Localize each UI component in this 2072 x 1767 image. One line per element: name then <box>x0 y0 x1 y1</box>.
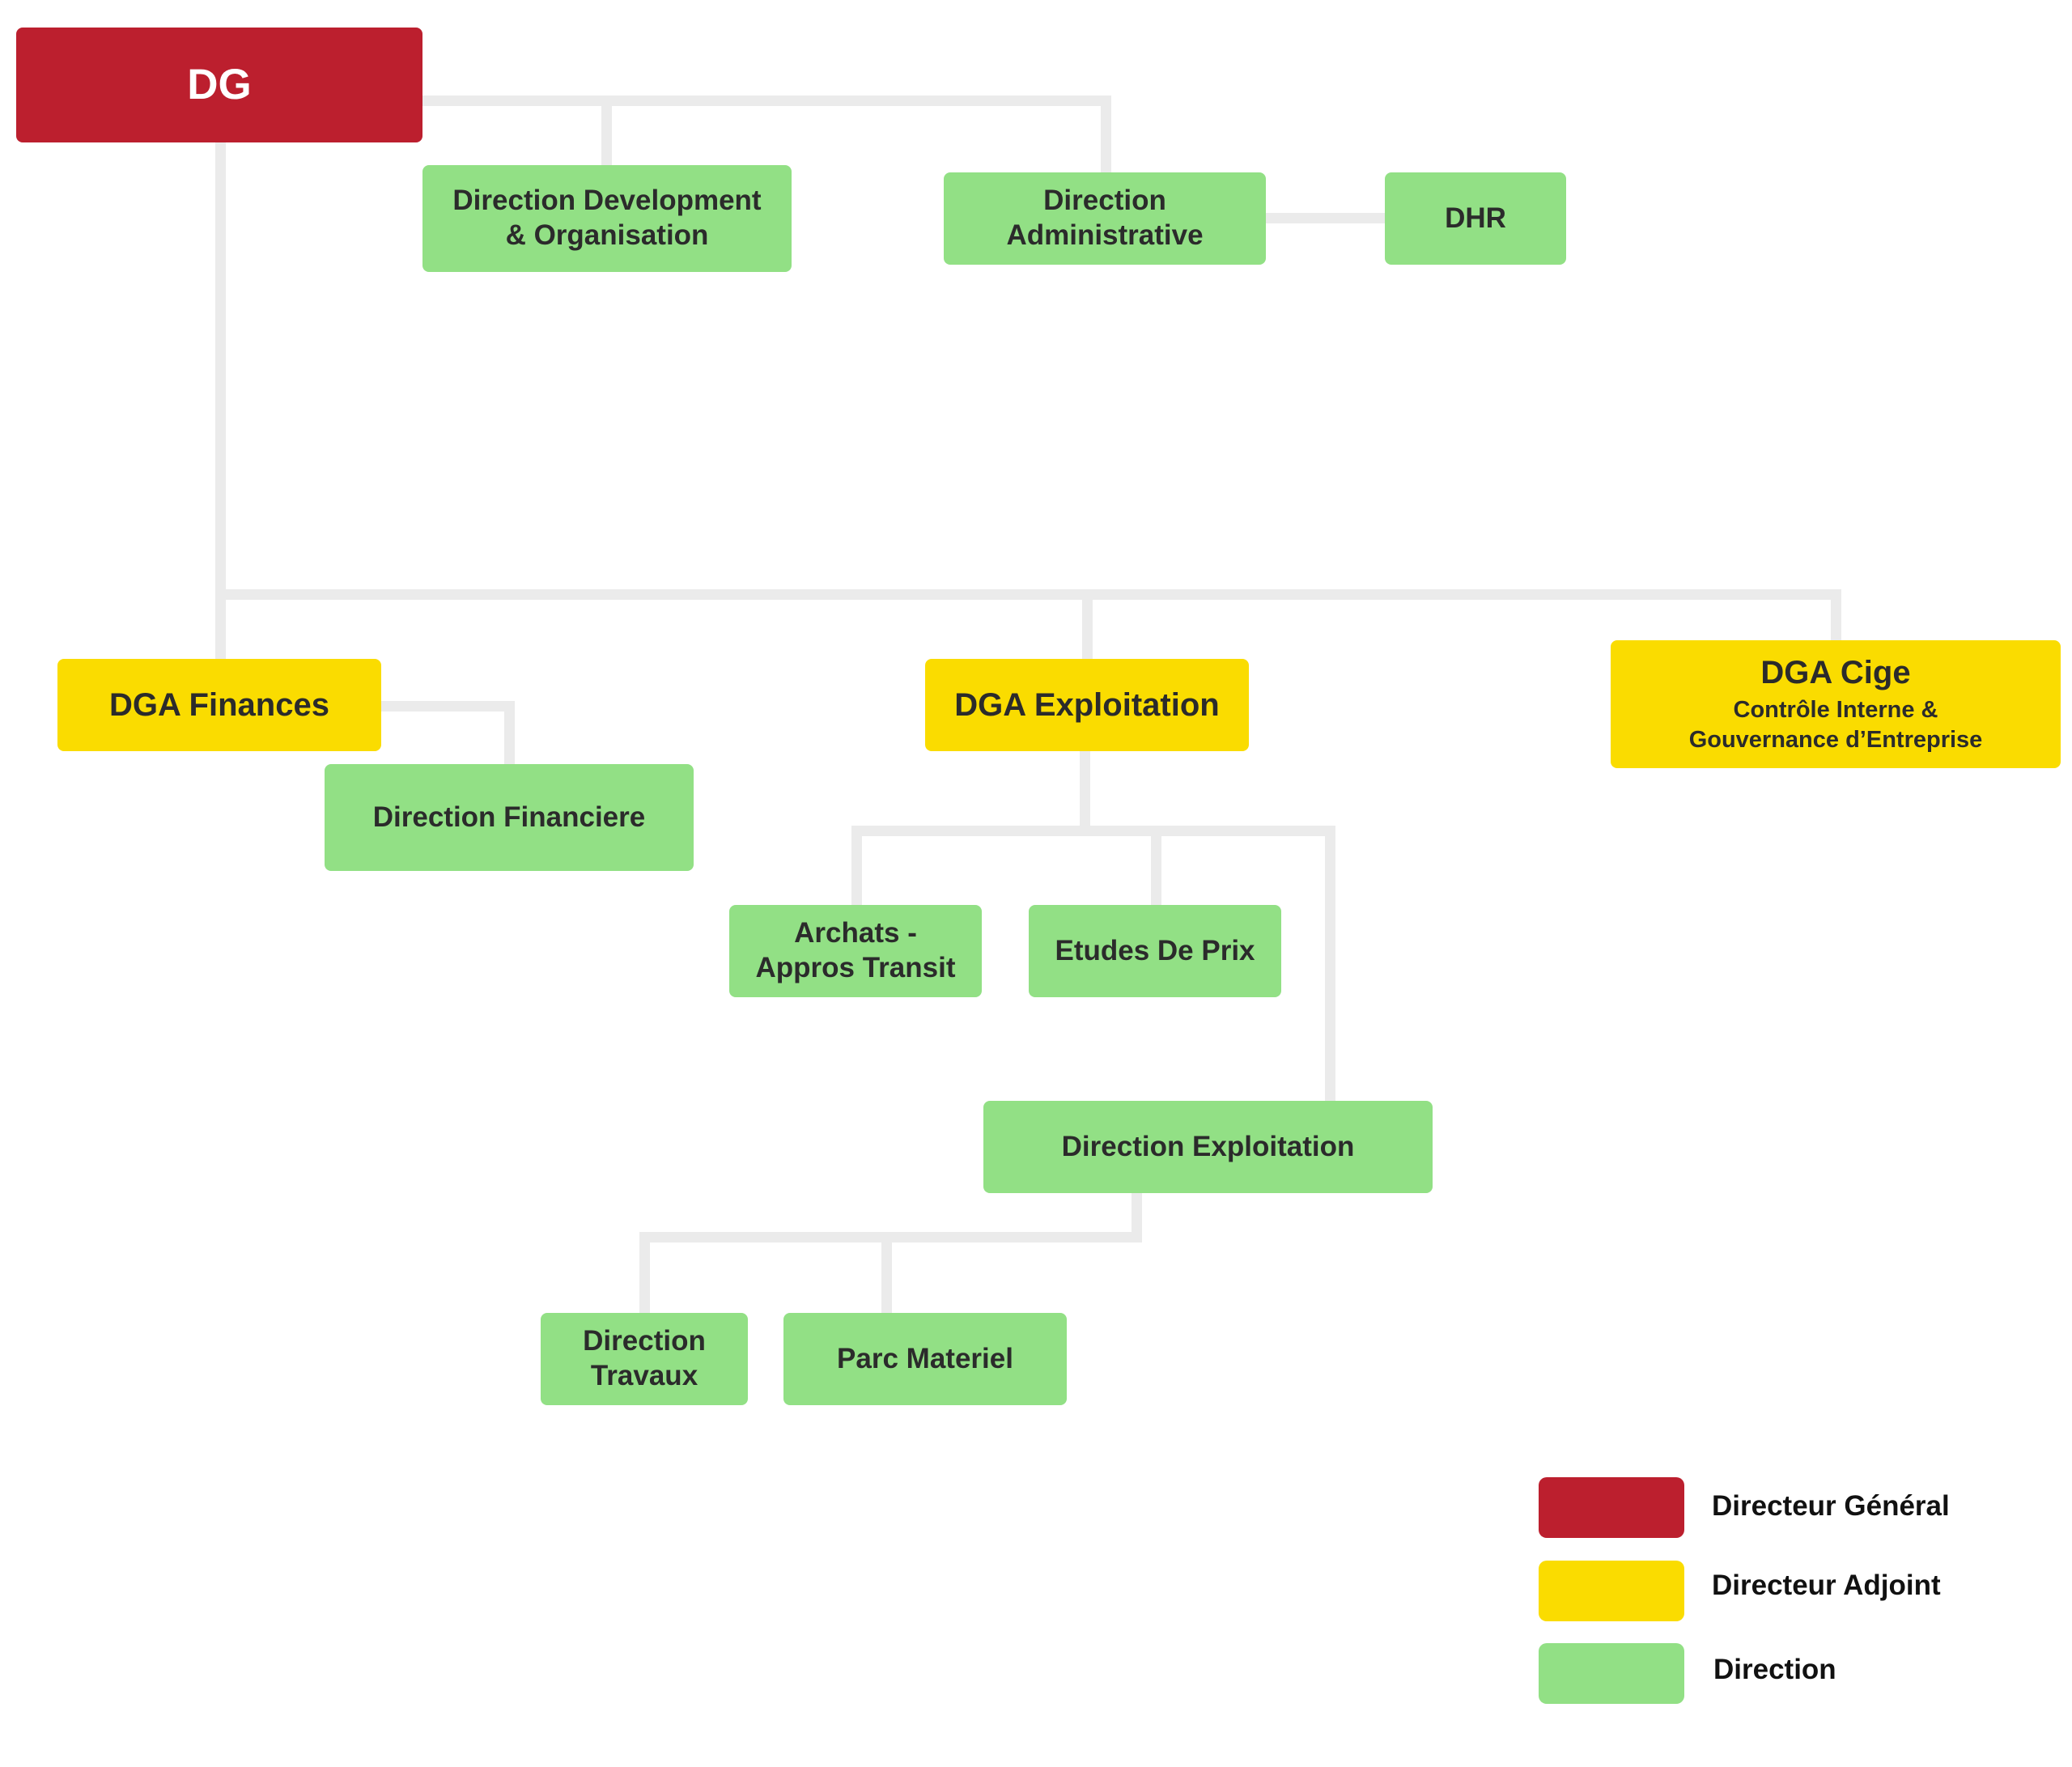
connector-to-travaux <box>639 1232 650 1315</box>
connector-to-dir-exploitation <box>1325 826 1335 1102</box>
node-admin-line2: Administrative <box>1006 219 1204 251</box>
node-dga-finances[interactable]: DGA Finances <box>57 659 381 751</box>
node-dga-exploitation[interactable]: DGA Exploitation <box>925 659 1249 751</box>
legend-label-directeur-adjoint: Directeur Adjoint <box>1712 1569 1941 1601</box>
node-dga-cige-sub2: Gouvernance d’Entreprise <box>1688 727 1983 754</box>
node-dga-cige[interactable]: DGA Cige Contrôle Interne & Gouvernance … <box>1611 640 2061 768</box>
connector-dg-top-horizontal <box>421 96 1110 106</box>
node-direction-administrative[interactable]: Direction Administrative <box>944 172 1266 265</box>
connector-dir-exploitation-down <box>1132 1191 1142 1242</box>
legend-swatch-direction <box>1539 1643 1684 1704</box>
node-dir-financiere-label: Direction Financiere <box>372 801 646 833</box>
node-archats-line1: Archats - <box>794 917 917 949</box>
connector-to-dga-finances <box>215 589 226 661</box>
connector-finances-horizontal <box>380 701 515 711</box>
connector-exploitation-down <box>1080 750 1090 830</box>
connector-to-dga-exploitation <box>1082 589 1093 661</box>
connector-to-dga-cige <box>1831 589 1841 643</box>
connector-to-archats <box>851 826 862 908</box>
node-parc-label: Parc Materiel <box>837 1342 1013 1374</box>
node-dir-exploitation-label: Direction Exploitation <box>1061 1130 1355 1162</box>
node-dev-org-line1: Direction Development <box>452 185 762 217</box>
connector-to-parc <box>881 1232 892 1315</box>
legend-label-direction: Direction <box>1713 1654 1836 1685</box>
node-dga-cige-label: DGA Cige <box>1760 655 1911 691</box>
node-direction-exploitation[interactable]: Direction Exploitation <box>983 1101 1433 1193</box>
node-etudes-de-prix[interactable]: Etudes De Prix <box>1029 905 1281 997</box>
connector-to-dir-financiere <box>504 701 515 766</box>
legend-swatch-directeur-adjoint <box>1539 1561 1684 1621</box>
connector-dga-horizontal <box>215 589 1841 600</box>
connector-exploitation-horizontal <box>851 826 1335 836</box>
node-dga-cige-sub1: Contrôle Interne & <box>1733 697 1938 724</box>
node-direction-travaux[interactable]: Direction Travaux <box>541 1313 748 1405</box>
node-dg[interactable]: DG <box>16 28 422 142</box>
connector-to-etudes <box>1151 826 1161 908</box>
legend-swatch-directeur-general <box>1539 1477 1684 1538</box>
node-dga-exploitation-label: DGA Exploitation <box>954 686 1220 723</box>
node-direction-financiere[interactable]: Direction Financiere <box>325 764 694 871</box>
node-travaux-line2: Travaux <box>590 1360 698 1391</box>
node-admin-line1: Direction <box>1043 185 1166 217</box>
node-dg-label: DG <box>187 60 252 108</box>
node-dga-finances-label: DGA Finances <box>109 686 329 723</box>
connector-admin-dhr <box>1264 213 1386 223</box>
node-archats-line2: Appros Transit <box>755 952 956 983</box>
node-dev-org-line2: & Organisation <box>505 219 709 251</box>
connector-to-dev-org <box>601 96 612 168</box>
node-travaux-line1: Direction <box>583 1325 706 1357</box>
node-etudes-label: Etudes De Prix <box>1055 934 1255 966</box>
node-parc-materiel[interactable]: Parc Materiel <box>783 1313 1067 1405</box>
node-dhr-label: DHR <box>1445 202 1506 234</box>
node-dhr[interactable]: DHR <box>1385 172 1566 265</box>
node-direction-development-organisation[interactable]: Direction Development & Organisation <box>422 165 792 272</box>
node-archats-appros-transit[interactable]: Archats - Appros Transit <box>729 905 982 997</box>
connector-to-admin <box>1101 96 1111 176</box>
legend-label-directeur-general: Directeur Général <box>1712 1490 1950 1522</box>
connector-dg-vertical <box>215 142 226 600</box>
